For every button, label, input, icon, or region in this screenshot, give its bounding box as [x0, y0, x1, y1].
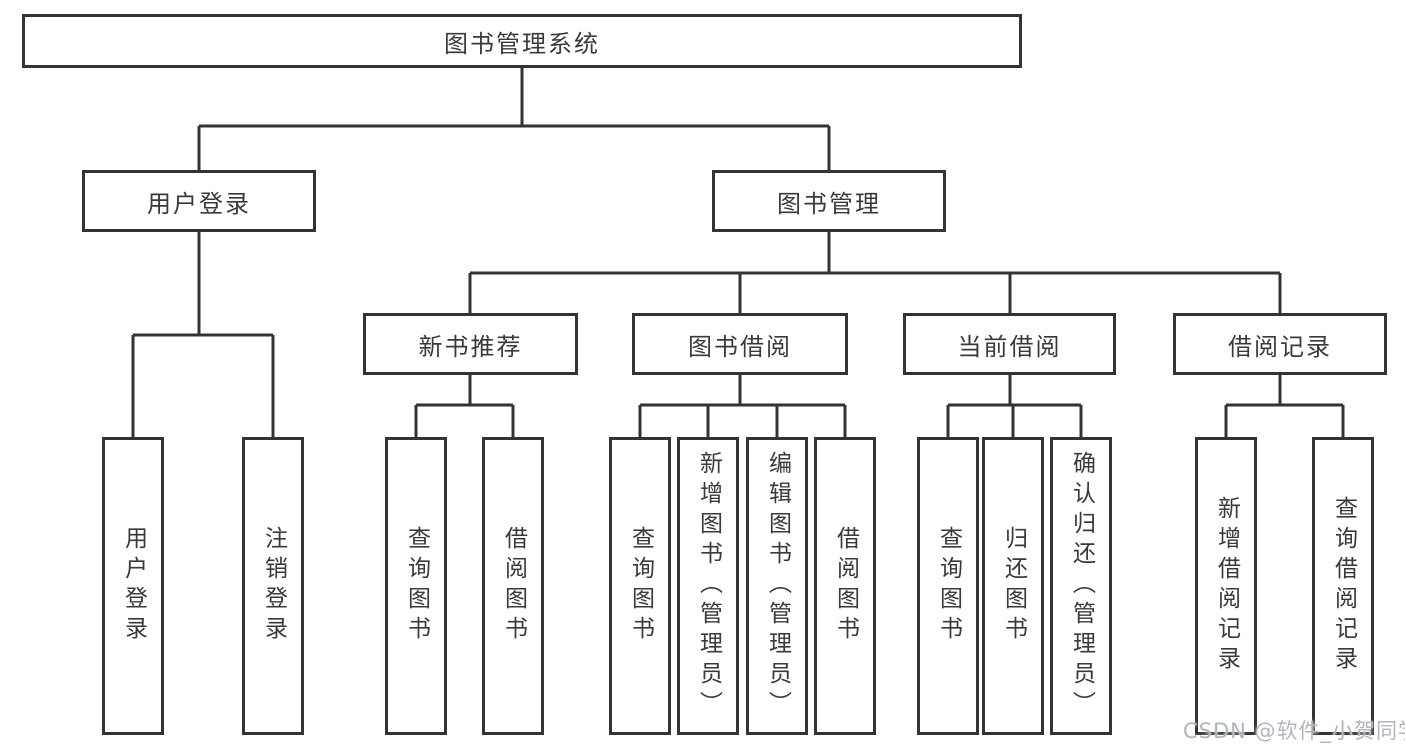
- leaf-borrow-books: 借阅图书: [814, 437, 876, 735]
- leaf-query-borrow-record: 查询借阅记录: [1312, 437, 1374, 735]
- node-borrow-records: 借阅记录: [1173, 313, 1387, 375]
- leaf-label: 查询图书: [403, 526, 430, 646]
- leaf-logout: 注销登录: [242, 437, 304, 735]
- node-label: 新书推荐: [418, 332, 523, 361]
- connector-recommend-branch: [414, 375, 515, 437]
- leaf-label: 新增借阅记录: [1213, 496, 1240, 676]
- node-current-borrow: 当前借阅: [903, 313, 1116, 375]
- connector-records-branch: [1224, 375, 1345, 437]
- leaf-edit-books-admin: 编辑图书（管理员）: [746, 437, 808, 735]
- leaf-label: 注销登录: [260, 526, 287, 646]
- connector-root-to-level2: [197, 68, 831, 170]
- leaf-label: 借阅图书: [832, 526, 859, 646]
- leaf-query-books-borrow: 查询图书: [609, 437, 671, 735]
- node-root-label: 图书管理系统: [444, 29, 600, 58]
- leaf-user-login: 用户登录: [102, 437, 164, 735]
- leaf-borrow-books-recommend: 借阅图书: [482, 437, 544, 735]
- leaf-confirm-return-admin: 确认归还（管理员）: [1050, 437, 1112, 735]
- connector-borrow-branch: [638, 375, 847, 437]
- leaf-label: 归还图书: [1000, 526, 1027, 646]
- node-root-system: 图书管理系统: [22, 14, 1022, 68]
- connector-user-login-branch: [131, 232, 275, 437]
- node-book-borrow: 图书借阅: [632, 313, 848, 375]
- leaf-label: 查询图书: [627, 526, 654, 646]
- leaf-label: 查询图书: [935, 526, 962, 646]
- node-label: 图书借阅: [688, 332, 792, 361]
- leaf-label: 借阅图书: [500, 526, 527, 646]
- node-book-management-module: 图书管理: [712, 170, 946, 232]
- node-user-login-module: 用户登录: [82, 170, 316, 232]
- leaf-label: 确认归还（管理员）: [1068, 451, 1095, 721]
- connector-current-borrow-branch: [946, 375, 1083, 437]
- leaf-query-books-current: 查询图书: [917, 437, 979, 735]
- leaf-query-books-recommend: 查询图书: [385, 437, 447, 735]
- node-new-book-recommend: 新书推荐: [363, 313, 578, 375]
- node-label: 用户登录: [147, 189, 251, 218]
- leaf-return-books: 归还图书: [982, 437, 1044, 735]
- connector-book-management-branch: [468, 232, 1282, 313]
- node-label: 借阅记录: [1228, 332, 1332, 361]
- node-label: 图书管理: [777, 189, 881, 218]
- watermark: CSDN @软件_小贺同学: [1183, 719, 1405, 743]
- leaf-label: 用户登录: [120, 526, 147, 646]
- leaf-label: 编辑图书（管理员）: [764, 451, 791, 721]
- leaf-add-borrow-record: 新增借阅记录: [1195, 437, 1257, 735]
- leaf-label: 新增图书（管理员）: [695, 451, 722, 721]
- leaf-label: 查询借阅记录: [1330, 496, 1357, 676]
- node-label: 当前借阅: [957, 332, 1062, 361]
- leaf-add-books-admin: 新增图书（管理员）: [677, 437, 739, 735]
